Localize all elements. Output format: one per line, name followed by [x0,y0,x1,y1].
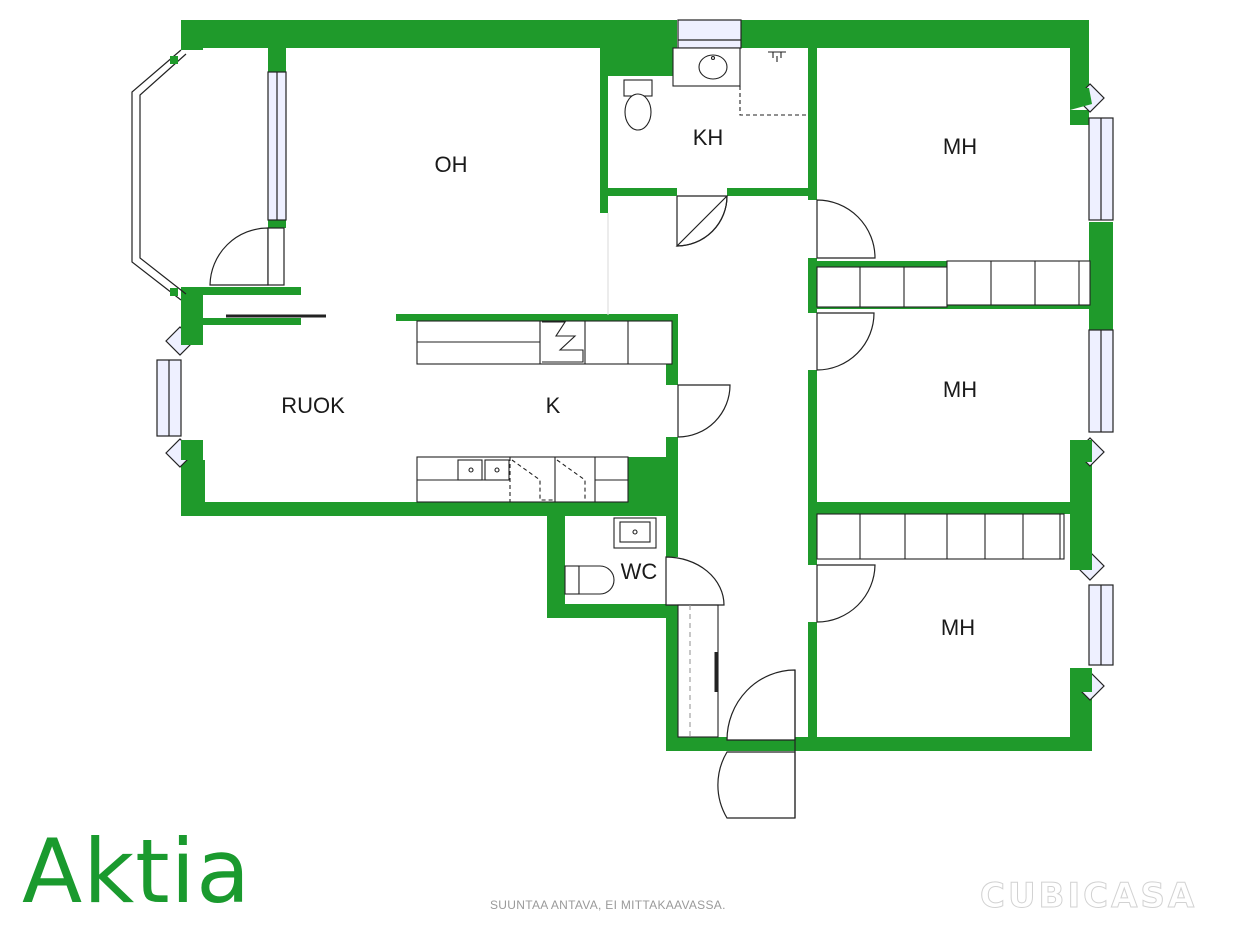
cubicasa-watermark: CUBICASA [979,876,1198,917]
room-label-oh: OH [435,152,468,177]
room-label-mh: MH [943,377,977,402]
disclaimer-text: SUUNTAA ANTAVA, EI MITTAKAAVASSA. [490,898,726,912]
room-labels: OH KH MH MH MH RUOK K WC [281,125,977,640]
door [677,384,731,438]
room-label-k: K [546,393,561,418]
aktia-logo: Aktia [22,820,252,923]
window [677,19,742,49]
entry-door [717,751,796,819]
bathroom-fixtures [564,47,808,595]
kitchen-fixtures [416,320,673,503]
room-label-mh: MH [941,615,975,640]
angled-window-frames [181,88,1092,692]
doors [209,195,876,819]
room-label-ruok: RUOK [281,393,345,418]
windows [156,19,1114,666]
hall-fixtures [607,213,719,738]
door [816,199,876,259]
entry-door [726,669,796,741]
room-label-mh: MH [943,134,977,159]
bay-window-oh [131,49,187,301]
door [665,556,725,606]
door [209,227,269,286]
toilet [564,565,580,595]
door [816,564,876,623]
room-label-wc: WC [621,559,658,584]
room-label-kh: KH [693,125,724,150]
closets [816,260,1091,560]
walls [181,20,1113,751]
door [675,195,729,247]
